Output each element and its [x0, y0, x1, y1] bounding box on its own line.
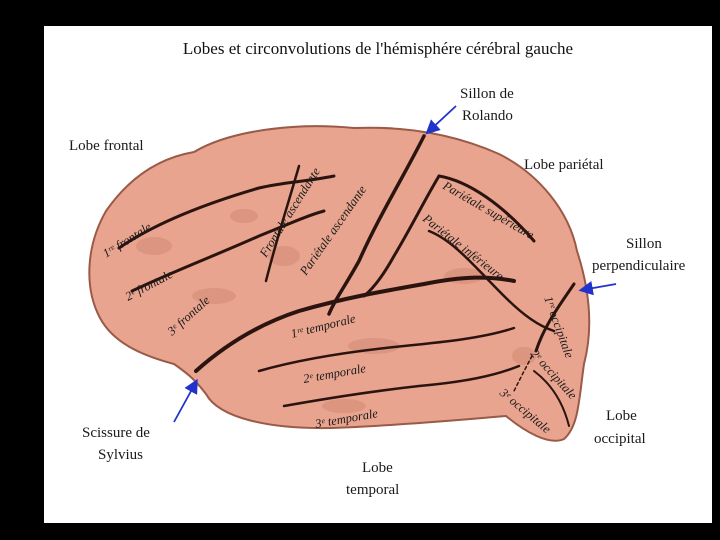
- label-lobe-parietal: Lobe pariétal: [524, 157, 604, 173]
- label-scissure-2: Sylvius: [98, 447, 143, 463]
- brain-shading: [136, 209, 536, 413]
- arrow-perpendiculaire: [578, 281, 617, 296]
- label-lobe-occipital-2: occipital: [594, 431, 646, 447]
- brain-diagram: Lobes et circonvolutions de l'hémisphére…: [69, 39, 686, 498]
- label-scissure-1: Scissure de: [82, 425, 150, 441]
- arrow-sylvius: [173, 378, 198, 423]
- arrow-rolando: [425, 105, 457, 135]
- label-sillon-perp-2: perpendiculaire: [592, 258, 686, 274]
- label-sillon-perp-1: Sillon: [626, 236, 662, 252]
- label-lobe-temporal-2: temporal: [346, 482, 399, 498]
- diagram-title: Lobes et circonvolutions de l'hémisphére…: [183, 39, 573, 58]
- label-sillon-rolando-2: Rolando: [462, 108, 513, 124]
- label-sillon-rolando-1: Sillon de: [460, 86, 514, 102]
- label-lobe-temporal-1: Lobe: [362, 460, 393, 476]
- brain-hemisphere: [88, 125, 591, 442]
- sulci-lines: [117, 134, 576, 427]
- pointer-arrows: [173, 105, 617, 423]
- label-lobe-frontal: Lobe frontal: [69, 138, 144, 154]
- label-lobe-occipital-1: Lobe: [606, 408, 637, 424]
- diagram-panel: Lobes et circonvolutions de l'hémisphére…: [44, 26, 712, 523]
